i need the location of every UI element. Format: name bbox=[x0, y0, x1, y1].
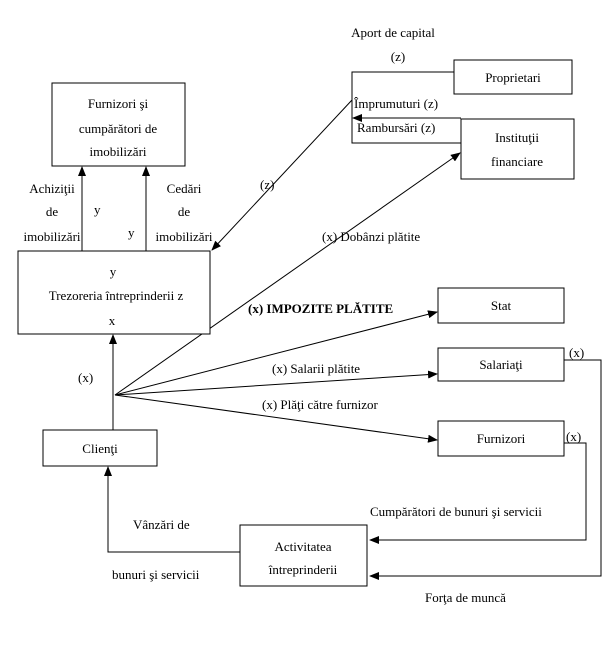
label-labor: Forţa de muncă bbox=[425, 590, 506, 605]
salaries-arrow bbox=[114, 370, 438, 396]
label-capital-contribution: Aport de capital bbox=[351, 25, 435, 40]
flow-labels: Achiziţii de imobilizări Cedări de imobi… bbox=[23, 25, 584, 605]
box-text: x bbox=[109, 313, 116, 328]
capital-bracket bbox=[351, 71, 461, 144]
label-x: (x) bbox=[78, 370, 93, 385]
label-sales: Vânzări de bbox=[133, 517, 190, 532]
box-text: Clienţi bbox=[82, 441, 118, 456]
label-supplier-payments: (x) Plăţi către furnizor bbox=[262, 397, 379, 412]
box-text: întreprinderii bbox=[268, 562, 338, 577]
taxes-arrow bbox=[114, 310, 438, 396]
box-text: Trezoreria întreprinderii z bbox=[49, 288, 184, 303]
box-text: Stat bbox=[491, 298, 512, 313]
sales-arrow bbox=[104, 466, 240, 553]
label-acquisitions: Achiziţii bbox=[29, 181, 75, 196]
box-clients: Clienţi bbox=[42, 429, 158, 467]
box-text: financiare bbox=[491, 154, 543, 169]
box-fixed-asset-partners: Furnizori şi cumpărători de imobilizări bbox=[51, 82, 186, 167]
box-state: Stat bbox=[437, 287, 565, 324]
box-financial-institutions: Instituţii financiare bbox=[460, 118, 575, 180]
interest-arrow bbox=[114, 152, 461, 396]
box-text: Instituţii bbox=[495, 130, 539, 145]
label-y: y bbox=[128, 225, 135, 240]
box-treasury: y Trezoreria întreprinderii z x bbox=[17, 250, 211, 335]
labor-arrow bbox=[369, 359, 602, 580]
connectors bbox=[78, 71, 602, 580]
capital-inflow-arrow bbox=[211, 99, 353, 251]
label-buyers: Cumpărători de bunuri şi servicii bbox=[370, 504, 542, 519]
box-text: Furnizori şi bbox=[88, 96, 149, 111]
box-text: cumpărători de bbox=[79, 121, 158, 136]
label-interest-paid: (x) Dobânzi plătite bbox=[322, 229, 420, 244]
label-z: (z) bbox=[260, 177, 274, 192]
supplier-payments-arrow bbox=[114, 394, 438, 443]
label-acquisitions: imobilizări bbox=[23, 229, 80, 244]
box-text: y bbox=[110, 264, 117, 279]
purchases-arrow bbox=[369, 442, 587, 544]
label-disposals: de bbox=[178, 204, 191, 219]
label-salaries-paid: (x) Salarii plătite bbox=[272, 361, 360, 376]
box-text: Activitatea bbox=[274, 539, 331, 554]
box-owners: Proprietari bbox=[453, 59, 573, 95]
label-x: (x) bbox=[569, 345, 584, 360]
box-activity: Activitatea întreprinderii bbox=[239, 524, 368, 587]
label-z: (z) bbox=[391, 49, 405, 64]
box-suppliers: Furnizori bbox=[437, 420, 565, 457]
box-text: Proprietari bbox=[485, 70, 541, 85]
box-employees: Salariaţi bbox=[437, 347, 565, 382]
box-text: imobilizări bbox=[89, 144, 146, 159]
label-loans: Împrumuturi (z) bbox=[354, 96, 438, 111]
label-acquisitions: de bbox=[46, 204, 59, 219]
box-text: Salariaţi bbox=[479, 357, 523, 372]
label-repayments: Rambursări (z) bbox=[357, 120, 435, 135]
label-y: y bbox=[94, 202, 101, 217]
box-text: Furnizori bbox=[477, 431, 526, 446]
label-x: (x) bbox=[566, 429, 581, 444]
label-sales: bunuri şi servicii bbox=[112, 567, 200, 582]
label-disposals: imobilizări bbox=[155, 229, 212, 244]
label-taxes-paid: (x) IMPOZITE PLĂTITE bbox=[248, 301, 393, 316]
label-disposals: Cedări bbox=[167, 181, 202, 196]
